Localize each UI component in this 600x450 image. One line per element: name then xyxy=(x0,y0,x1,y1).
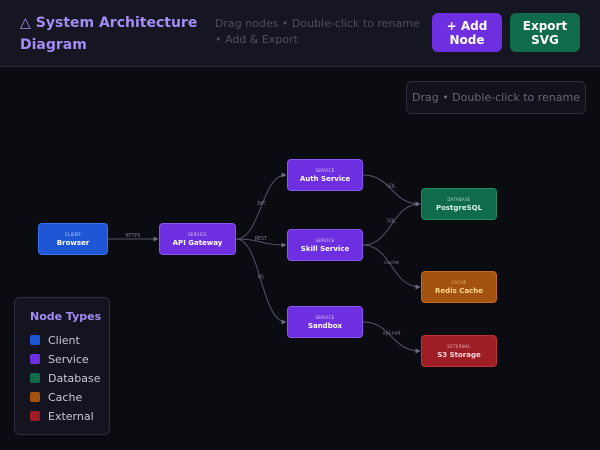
node-type-label: SERVICE xyxy=(315,167,335,173)
legend-swatch xyxy=(30,411,40,421)
edge-skill-redis xyxy=(362,244,421,290)
edge-label: WS xyxy=(258,275,264,281)
node-type-label: SERVICE xyxy=(188,231,207,237)
export-svg-button[interactable]: Export SVG xyxy=(510,13,580,52)
legend-label: Database xyxy=(48,371,101,385)
legend-swatch xyxy=(30,354,40,364)
usage-hint: Drag nodes • Double-click to rename • Ad… xyxy=(215,17,420,46)
edge-label: cache xyxy=(384,260,399,266)
legend-label: Cache xyxy=(48,390,83,404)
node-name-label: Browser xyxy=(56,238,90,247)
legend-item-external: External xyxy=(30,408,94,424)
node-name-label: Redis Cache xyxy=(435,286,483,295)
canvas-tip: Drag • Double-click to rename xyxy=(406,81,586,114)
node-name-label: API Gateway xyxy=(172,238,223,247)
node-type-label: DATABASE xyxy=(447,196,471,202)
legend-item-cache: Cache xyxy=(30,389,82,405)
diagram-canvas[interactable]: Drag • Double-click to rename HTTPS JWT RE… xyxy=(0,68,600,450)
edge-label: SQL xyxy=(387,184,396,190)
app-header: △System Architecture Diagram Drag nodes … xyxy=(0,0,600,67)
edge-gateway-auth xyxy=(235,172,287,240)
edge-label: REST xyxy=(255,236,267,242)
edge-label: SQL xyxy=(387,219,396,225)
edge-label: upload xyxy=(382,331,400,337)
node-name-label: Skill Service xyxy=(300,244,350,253)
legend-item-service: Service xyxy=(30,351,89,367)
edge-skill-postgres xyxy=(362,201,421,246)
node-type-label: SERVICE xyxy=(315,314,335,320)
node-name-label: PostgreSQL xyxy=(435,203,483,212)
legend-panel: Node Types Client Service Database Cache… xyxy=(14,297,110,435)
node-type-label: SERVICE xyxy=(315,237,335,243)
node-name-label: Sandbox xyxy=(307,321,343,330)
legend-item-client: Client xyxy=(30,332,80,348)
node-name-label: Auth Service xyxy=(299,174,351,183)
edge-sandbox-s3 xyxy=(362,321,421,354)
edges-layer: HTTPS JWT REST WS SQL SQL cache upload xyxy=(107,172,421,354)
edge-auth-postgres xyxy=(362,174,421,207)
add-node-button[interactable]: + Add Node xyxy=(432,13,502,52)
legend-swatch xyxy=(30,392,40,402)
node-type-label: EXTERNAL xyxy=(447,343,471,349)
node-type-label: CLIENT xyxy=(65,231,81,237)
page-title-text: System Architecture Diagram xyxy=(20,15,198,53)
node-name-label: S3 Storage xyxy=(437,350,481,359)
legend-title: Node Types xyxy=(30,310,102,323)
legend-label: Service xyxy=(48,352,89,366)
legend-label: Client xyxy=(48,333,80,347)
edge-label: JWT xyxy=(256,201,265,207)
edge-gateway-skill xyxy=(235,238,287,248)
triangle-icon: △ xyxy=(20,15,31,31)
legend-swatch xyxy=(30,335,40,345)
legend-label: External xyxy=(48,409,94,423)
edge-label: HTTPS xyxy=(125,233,140,239)
legend-swatch xyxy=(30,373,40,383)
node-type-label: CACHE xyxy=(451,279,467,285)
page-title: △System Architecture Diagram xyxy=(20,12,210,56)
edge-gateway-sandbox xyxy=(235,238,287,325)
legend-item-database: Database xyxy=(30,370,101,386)
